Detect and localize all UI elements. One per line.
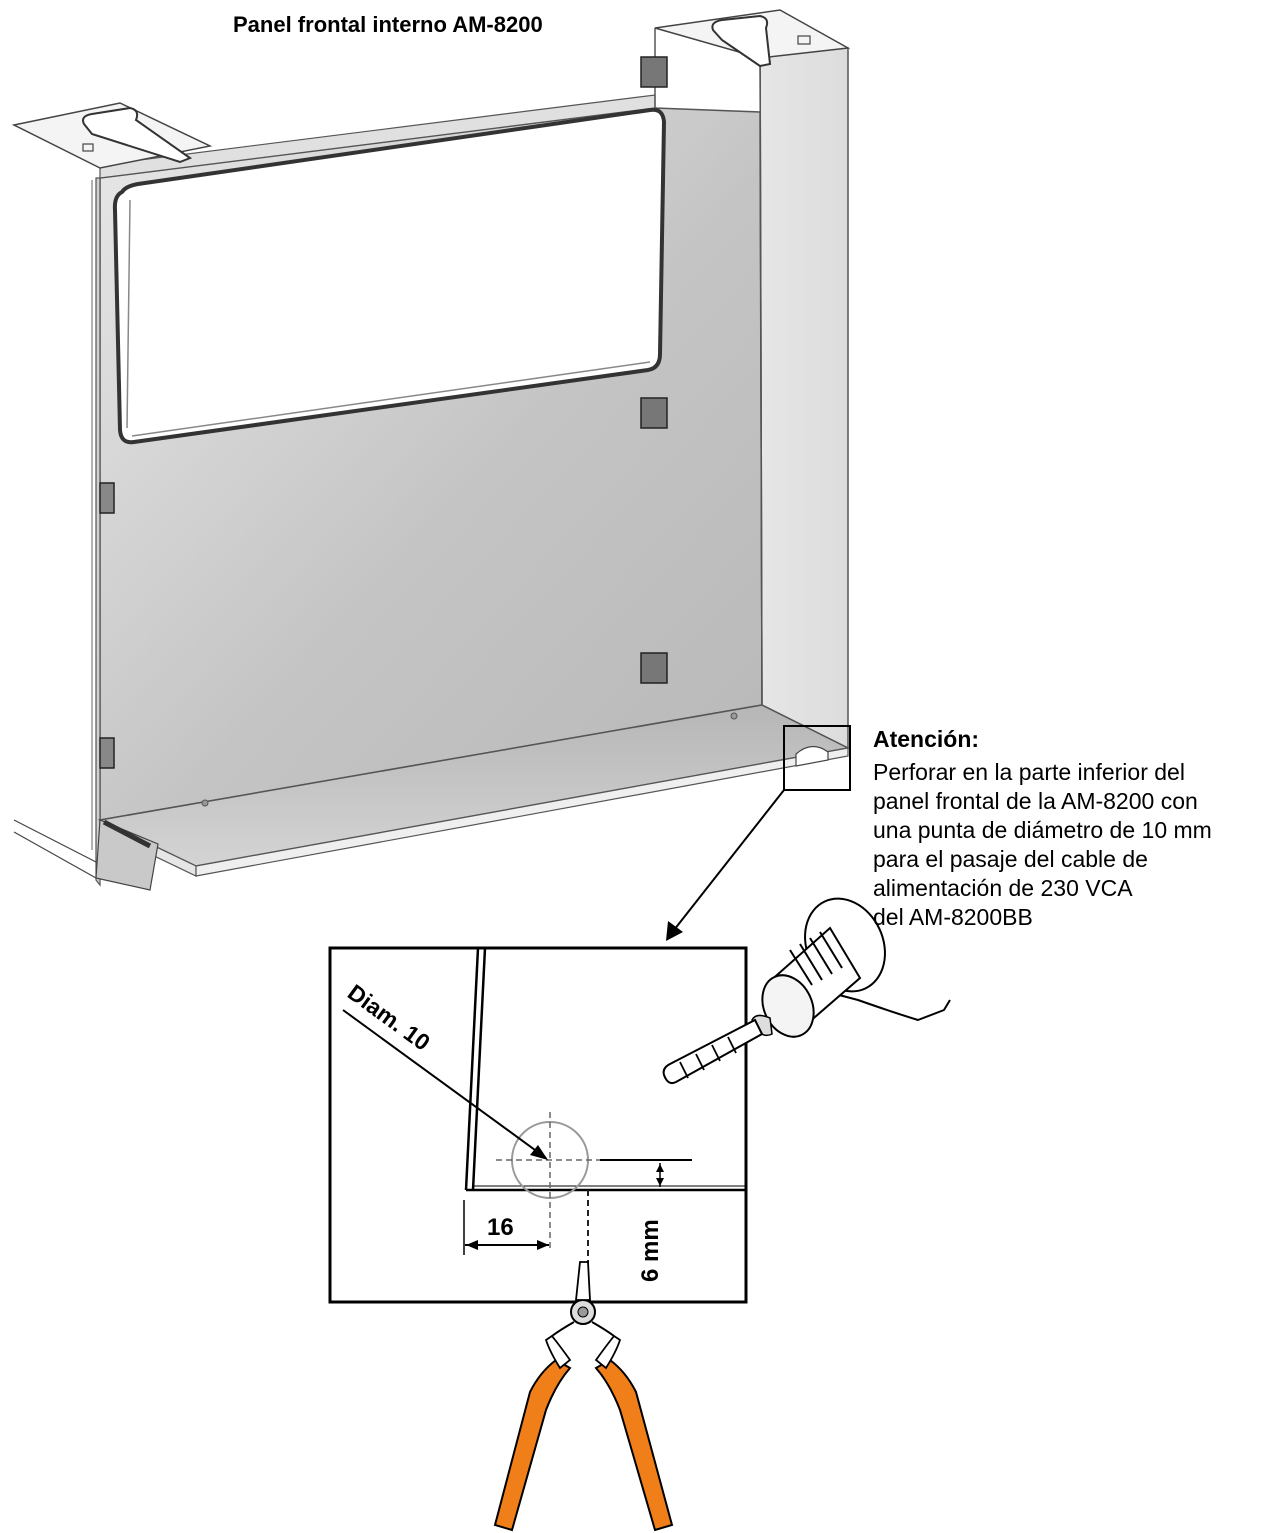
plier-left-handle [493,1358,572,1532]
detail-view: Diam. 10 6 mm 16 [328,946,748,1304]
note-line: panel frontal de la AM-8200 con [873,788,1198,814]
note-line: para el pasaje del cable de [873,846,1148,872]
clip-top [640,56,668,88]
vertical-dimension-label: 6 mm [637,1219,664,1282]
horizontal-dimension-label: 16 [487,1214,514,1241]
left-side-edge [95,177,101,887]
drill-bit [662,1018,764,1085]
front-panel-3d [11,9,851,891]
window-opening [112,107,667,445]
note-line: del AM-8200BB [873,904,1033,930]
diameter-leader [342,1009,547,1159]
drill-chuck-icon [662,897,951,1085]
callout-box [783,725,851,791]
clip-bottom [640,652,668,684]
note-line: una punta de diámetro de 10 mm [873,817,1212,843]
note-text: Perforar en la parte inferior del panel … [873,758,1212,932]
clip-middle [640,397,668,429]
diagram-title: Panel frontal interno AM-8200 [233,12,543,37]
left-bottom-foot [95,819,159,891]
clip-left-upper [99,482,115,514]
note-line: alimentación de 230 VCA [873,875,1133,901]
pliers-icon [493,1261,674,1532]
note-heading: Atención: [873,726,980,752]
callout-arrow [666,789,785,941]
clip-left-lower [99,737,115,769]
plier-right-handle [594,1358,674,1532]
note-line: Perforar en la parte inferior del [873,759,1185,785]
